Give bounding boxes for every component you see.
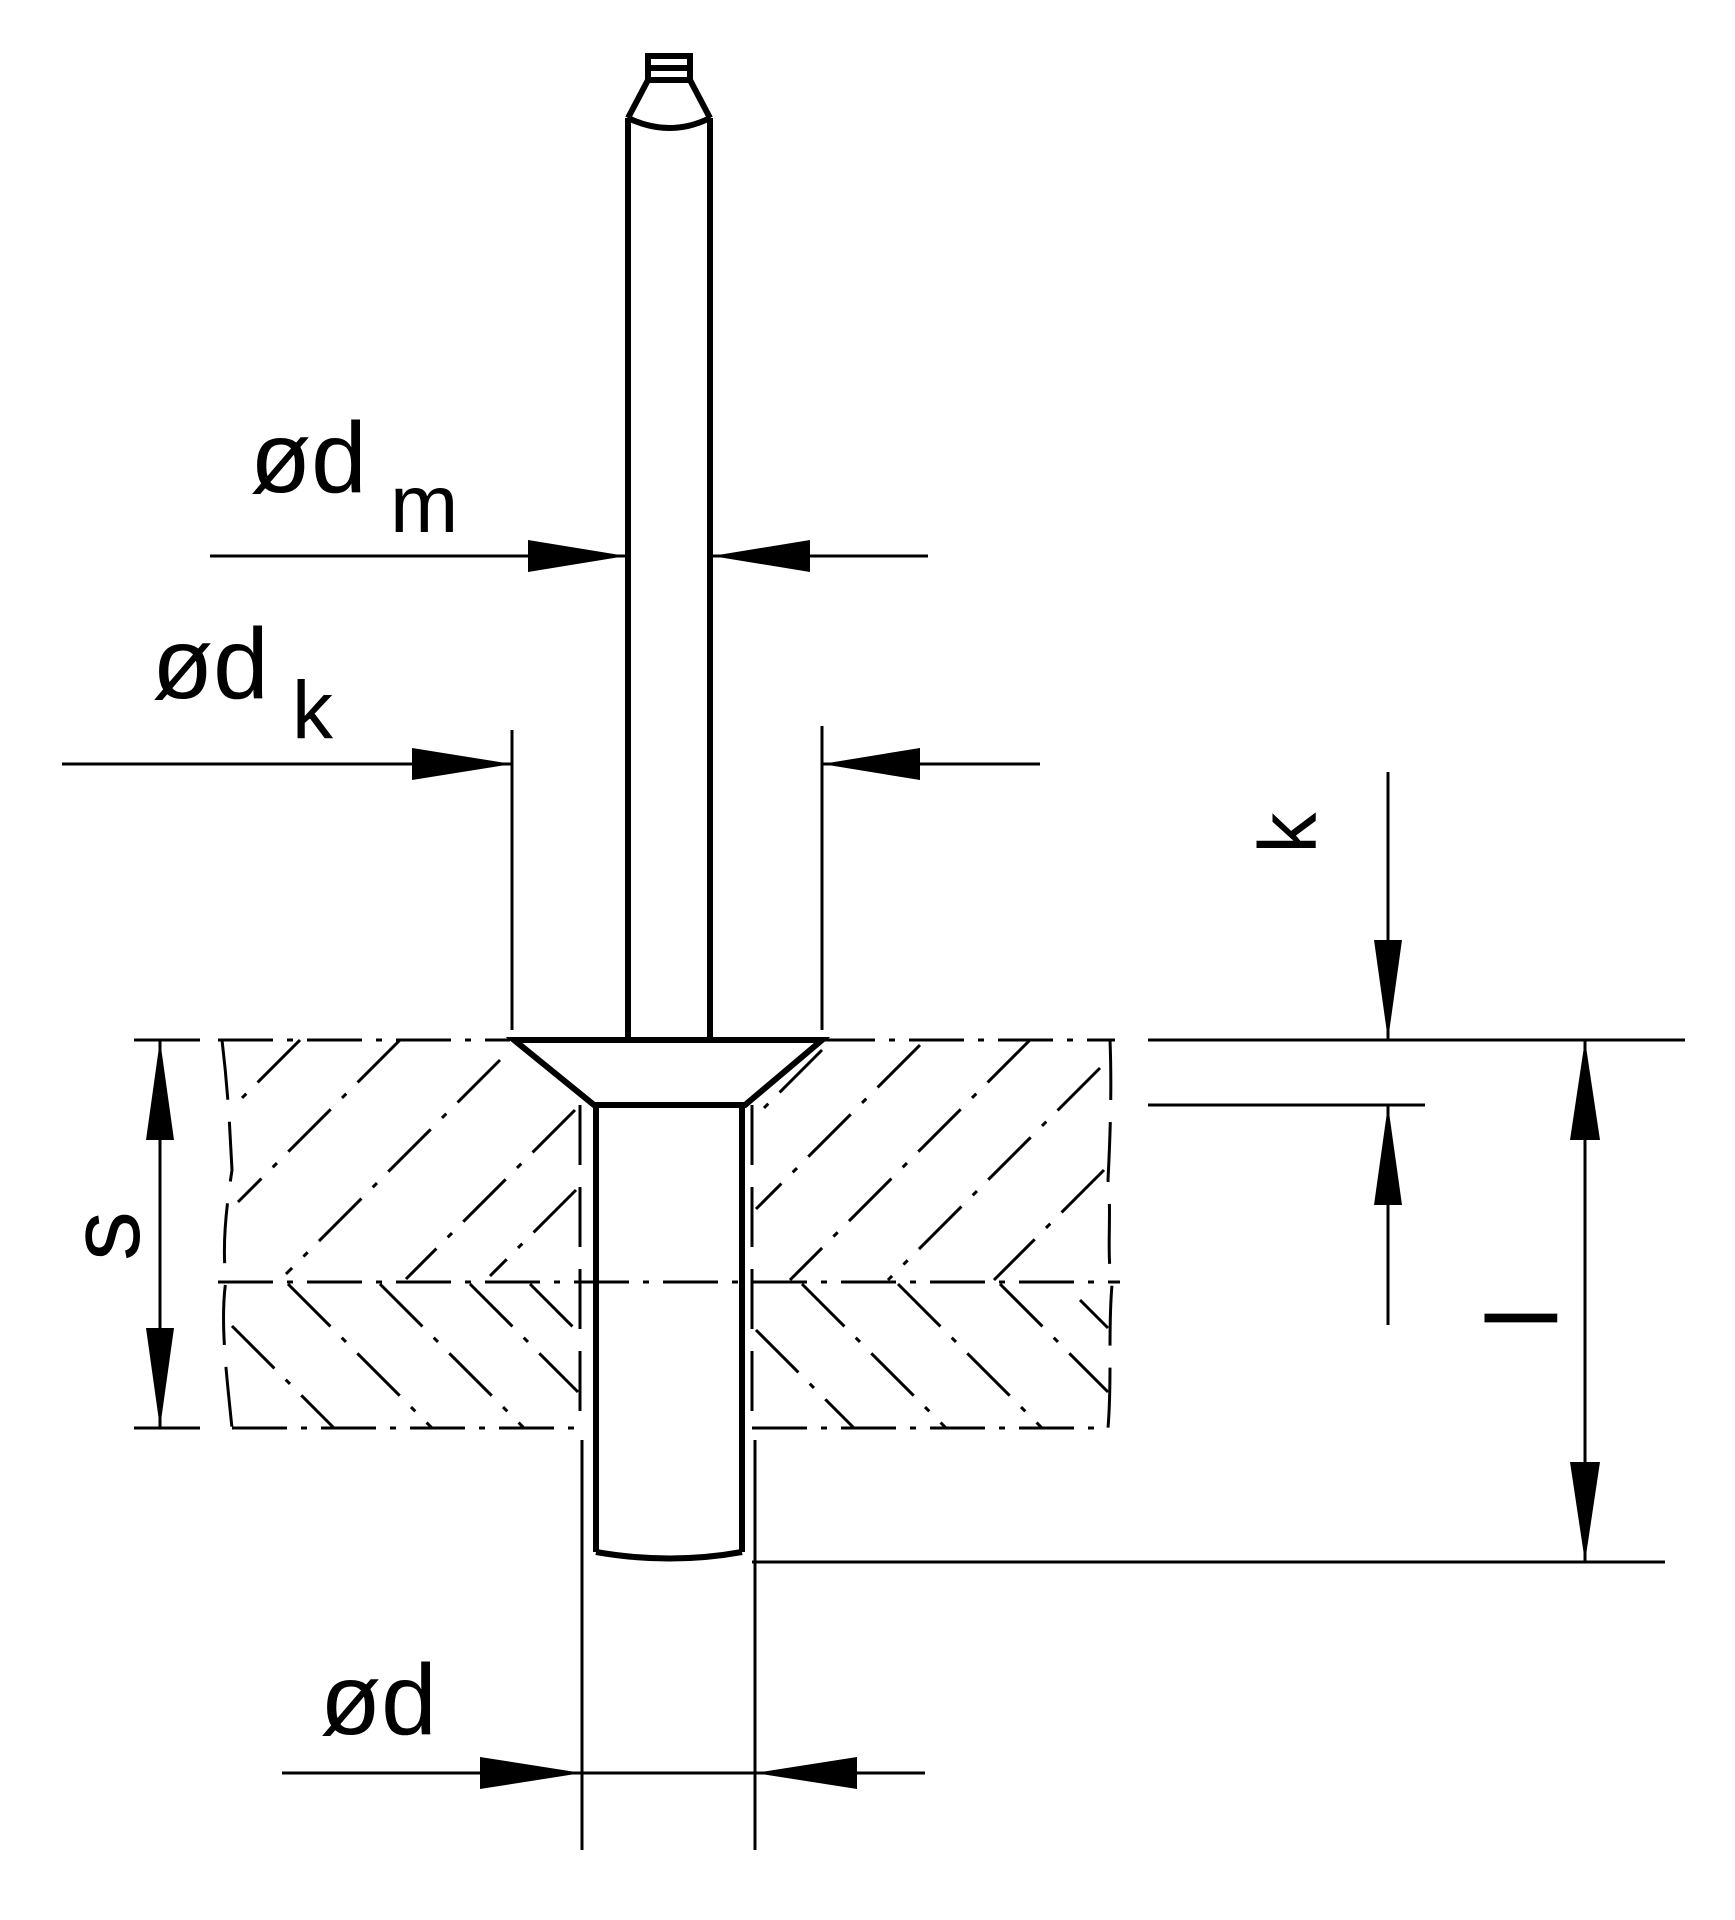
label-dk-main: ød (152, 608, 269, 720)
dimension-dk (62, 726, 1040, 1030)
dimension-k (1148, 772, 1685, 1325)
label-d: ød (320, 1644, 437, 1756)
label-k: k (1242, 812, 1334, 854)
dimension-d (282, 1440, 925, 1850)
label-dm-main: ød (250, 402, 367, 514)
rivet-mandrel (625, 53, 713, 1040)
label-dm-sub: m (390, 459, 459, 550)
label-s: s (49, 1211, 161, 1261)
dimension-s (134, 1038, 200, 1430)
label-l: l (1467, 1306, 1580, 1330)
dimension-l (752, 1040, 1665, 1564)
workpiece-hatching (230, 1038, 1110, 1430)
rivet-body (505, 1037, 831, 1562)
label-dk-sub: k (292, 665, 333, 756)
dimension-dm (210, 540, 928, 572)
